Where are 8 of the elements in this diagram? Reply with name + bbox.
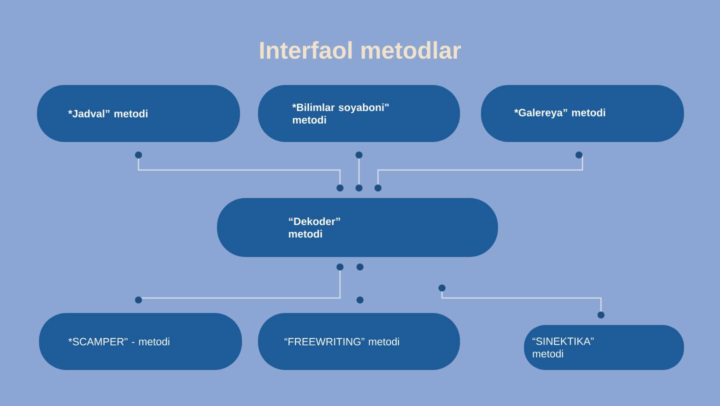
title: Interfaol metodlar (260, 41, 461, 59)
method-box: “SINEKTIKA” metodi (524, 325, 684, 370)
method-box: “FREEWRITING” metodi (258, 313, 460, 370)
method-box: *Galereya” metodi (481, 85, 684, 142)
method-box: “Dekoder” metodi (217, 198, 498, 257)
method-box: *SCAMPER" - metodi (39, 313, 242, 370)
method-box: *Bilimlar soyaboni" metodi (258, 85, 460, 142)
method-box: *Jadval” metodi (37, 85, 240, 142)
